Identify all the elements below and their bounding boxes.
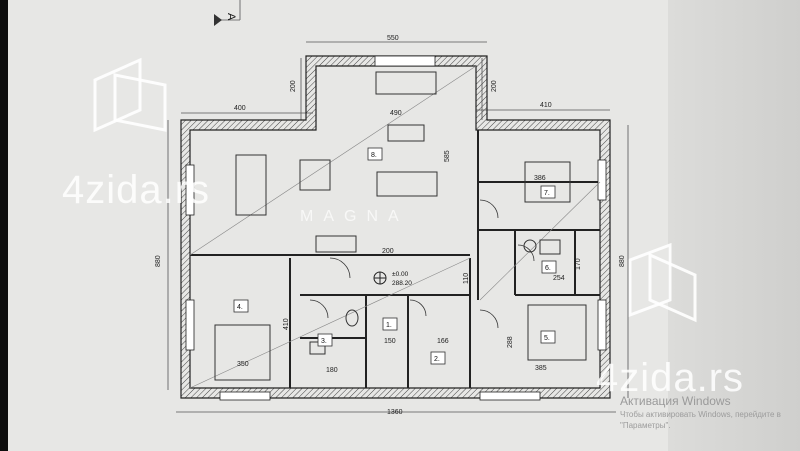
dim-1360: 1360 <box>387 409 403 416</box>
level-text: ±0.00 288.20 <box>392 271 412 287</box>
living-furniture <box>235 71 438 253</box>
room-labels: 1. 2. 3. 4. 5. 6. 7. 8. <box>237 152 551 363</box>
section-marker: A <box>225 13 237 21</box>
dim-350: 350 <box>237 361 249 368</box>
dim-490: 490 <box>390 110 402 117</box>
exterior-walls <box>180 55 611 399</box>
dimension-text: 400 550 410 200 200 490 585 386 200 110 … <box>155 35 626 416</box>
dim-top-left: 400 <box>234 105 246 112</box>
dim-200: 200 <box>382 248 394 255</box>
dim-top-mid: 550 <box>387 35 399 42</box>
room-1: 1. <box>386 322 392 329</box>
door-swings <box>309 199 535 329</box>
dim-166: 166 <box>437 338 449 345</box>
dim-180: 180 <box>326 367 338 374</box>
room-5: 5. <box>544 335 550 342</box>
activation-title: Активация Windows <box>620 394 731 408</box>
room-4: 4. <box>237 304 243 311</box>
dim-254: 254 <box>553 275 565 282</box>
room-6: 6. <box>545 265 551 272</box>
dim-150: 150 <box>384 338 396 345</box>
dim-110: 110 <box>463 273 470 284</box>
dim-386: 386 <box>534 175 546 182</box>
paper-edge <box>668 0 800 451</box>
bathroom-fixtures <box>309 239 561 355</box>
room-7: 7. <box>544 190 550 197</box>
logo-watermark-right <box>628 242 697 323</box>
dim-side-200-left: 200 <box>290 80 297 92</box>
room-8: 8. <box>371 152 377 159</box>
activation-line-1: Чтобы активировать Windows, перейдите в <box>620 410 781 419</box>
section-arrow <box>214 14 222 26</box>
dim-170: 170 <box>575 258 582 270</box>
dim-top-right: 410 <box>540 102 552 109</box>
room-2: 2. <box>434 356 440 363</box>
room-3: 3. <box>321 338 327 345</box>
activation-line-2: "Параметры". <box>620 421 671 430</box>
beds <box>214 161 587 381</box>
site-watermark-left: 4zida.rs <box>62 168 211 212</box>
dim-585: 585 <box>444 150 451 162</box>
room-boxes <box>233 147 557 365</box>
dim-880-left: 880 <box>155 255 162 267</box>
windows-activation-notice: Активация Windows Чтобы активировать Win… <box>620 394 781 430</box>
level-bottom: 288.20 <box>392 280 412 287</box>
site-watermark-right: 4zida.rs <box>596 356 745 400</box>
magna-watermark: MAGNA <box>300 208 409 225</box>
windows <box>185 55 607 401</box>
logo-watermark-left <box>93 57 167 133</box>
dim-410: 410 <box>283 318 290 330</box>
interior-walls <box>190 130 600 388</box>
dim-880-right: 880 <box>619 255 626 267</box>
level-marker <box>373 271 387 285</box>
level-top: ±0.00 <box>392 271 409 278</box>
dim-side-200-right: 200 <box>491 80 498 92</box>
dim-385: 385 <box>535 365 547 372</box>
dim-288: 288 <box>507 336 514 348</box>
